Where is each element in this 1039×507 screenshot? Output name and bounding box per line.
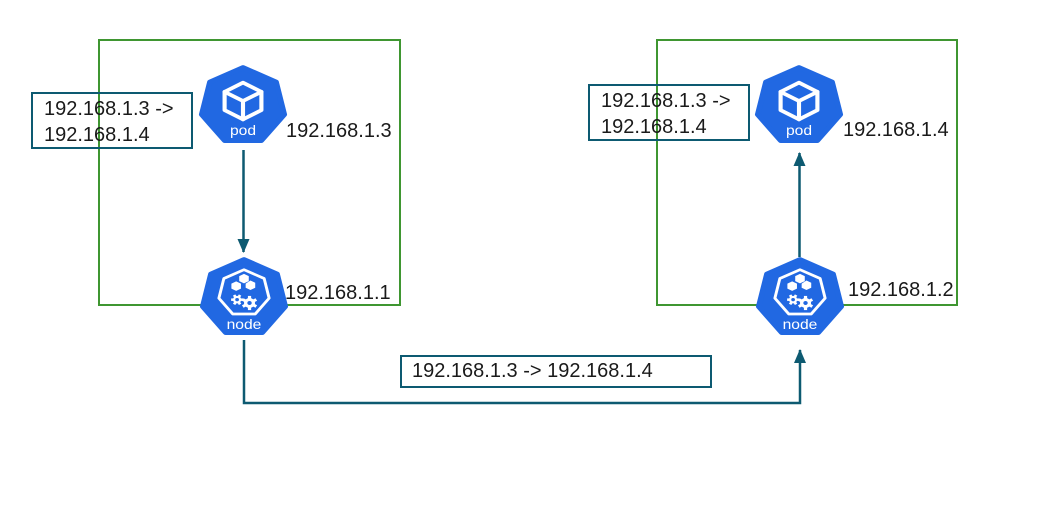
node-icon-label: node bbox=[783, 316, 818, 332]
node-icon-label: node bbox=[227, 316, 262, 332]
packet-src-dst-line1: 192.168.1.3 -> bbox=[601, 90, 731, 112]
pod-icon: pod bbox=[198, 65, 288, 144]
cube-glyph bbox=[222, 80, 264, 122]
right-pod-ip: 192.168.1.4 bbox=[843, 119, 949, 141]
node-to-node-connector-arrow bbox=[242, 340, 806, 405]
node-icon: node bbox=[199, 257, 289, 336]
packet-src-dst-line1: 192.168.1.3 -> bbox=[44, 98, 174, 120]
packet-src-dst-line2: 192.168.1.4 bbox=[601, 116, 707, 138]
cube-glyph bbox=[778, 80, 820, 122]
pod-icon-label: pod bbox=[786, 123, 812, 139]
link-packet-label-box: 192.168.1.3 -> 192.168.1.4 bbox=[400, 355, 712, 388]
right-node-ip: 192.168.1.2 bbox=[848, 279, 954, 301]
packet-src-dst-line2: 192.168.1.4 bbox=[44, 124, 150, 146]
pod-icon: pod bbox=[754, 65, 844, 144]
left-node-ip: 192.168.1.1 bbox=[285, 282, 391, 304]
inner-heptagon bbox=[217, 268, 271, 316]
left-pod-ip: 192.168.1.3 bbox=[286, 120, 392, 142]
packet-src-dst: 192.168.1.3 -> 192.168.1.4 bbox=[412, 360, 653, 382]
left-packet-label-box: 192.168.1.3 -> 192.168.1.4 bbox=[31, 92, 193, 149]
gears-glyph bbox=[231, 294, 258, 311]
mini-cubes-glyph bbox=[787, 273, 812, 291]
gears-glyph bbox=[787, 294, 814, 311]
mini-cubes-glyph bbox=[231, 273, 256, 291]
pod-icon-label: pod bbox=[230, 123, 256, 139]
node-icon: node bbox=[755, 257, 845, 336]
inner-heptagon bbox=[773, 268, 827, 316]
right-packet-label-box: 192.168.1.3 -> 192.168.1.4 bbox=[588, 84, 750, 141]
